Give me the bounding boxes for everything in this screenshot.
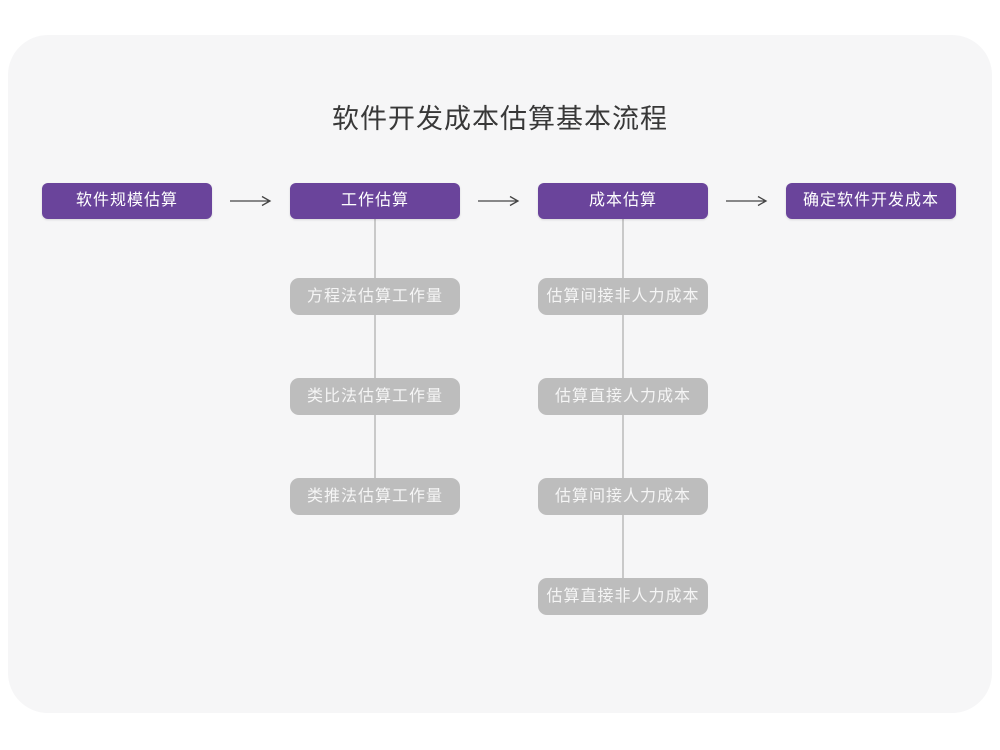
substep-indirect-labor-cost: 估算间接人力成本 xyxy=(538,478,708,515)
right-arrow-icon xyxy=(478,195,520,207)
substep-analogy-method: 类比法估算工作量 xyxy=(290,378,460,415)
stage-box-software-size-estimation: 软件规模估算 xyxy=(42,183,212,219)
substep-extrapolation-method: 类推法估算工作量 xyxy=(290,478,460,515)
stage-box-work-estimation: 工作估算 xyxy=(290,183,460,219)
substep-direct-labor-cost: 估算直接人力成本 xyxy=(538,378,708,415)
connector-line-work xyxy=(374,219,376,497)
background-card xyxy=(8,35,992,713)
stage-box-determine-dev-cost: 确定软件开发成本 xyxy=(786,183,956,219)
diagram-title: 软件开发成本估算基本流程 xyxy=(332,104,668,134)
right-arrow-icon xyxy=(726,195,768,207)
substep-indirect-nonlabor-cost: 估算间接非人力成本 xyxy=(538,278,708,315)
stage-box-cost-estimation: 成本估算 xyxy=(538,183,708,219)
substep-direct-nonlabor-cost: 估算直接非人力成本 xyxy=(538,578,708,615)
substep-equation-method: 方程法估算工作量 xyxy=(290,278,460,315)
right-arrow-icon xyxy=(230,195,272,207)
